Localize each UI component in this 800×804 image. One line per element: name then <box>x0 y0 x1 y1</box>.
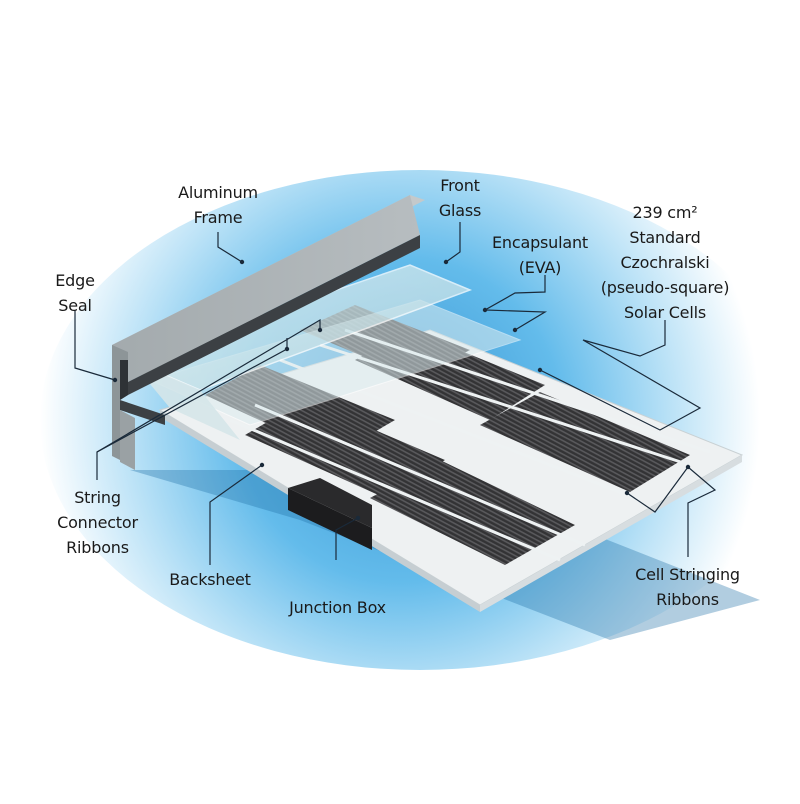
leader-aluminum-frame <box>217 232 243 263</box>
label-line: (EVA) <box>518 258 562 277</box>
leader-backsheet <box>209 464 263 565</box>
label-line: Cell Stringing <box>635 565 740 584</box>
label-line: Ribbons <box>66 538 129 557</box>
leader-front-glass <box>445 222 461 263</box>
leader-dots <box>112 259 691 521</box>
label-line: Czochralski <box>620 253 710 272</box>
leader-cell-stringing <box>626 466 717 557</box>
label-line: Seal <box>58 296 92 315</box>
label-line: Front <box>440 176 480 195</box>
label-line: Encapsulant <box>492 233 588 252</box>
label-line: Aluminum <box>178 183 258 202</box>
label-backsheet: Backsheet <box>155 567 265 592</box>
backsheet-right-edge <box>480 455 742 612</box>
label-cell-stringing-ribbons: Cell Stringing Ribbons <box>620 562 755 612</box>
label-line: Solar Cells <box>624 303 706 322</box>
leader-solar-cells <box>539 320 702 431</box>
label-line: Standard <box>629 228 701 247</box>
label-line: 239 cm² <box>632 203 698 222</box>
leader-junction-box <box>335 517 359 560</box>
label-junction-box: Junction Box <box>275 595 400 620</box>
label-solar-cells: 239 cm² Standard Czochralski (pseudo-squ… <box>585 200 745 325</box>
leader-lines <box>74 222 717 565</box>
aluminum-frame <box>112 195 425 470</box>
label-line: Backsheet <box>169 570 251 589</box>
label-line: Glass <box>438 201 482 220</box>
leader-encapsulant <box>482 275 548 331</box>
label-aluminum-frame: Aluminum Frame <box>158 180 278 230</box>
label-line: String <box>74 488 121 507</box>
label-string-connector-ribbons: String Connector Ribbons <box>45 485 150 560</box>
label-front-glass: Front Glass <box>410 173 510 223</box>
label-encapsulant: Encapsulant (EVA) <box>475 230 605 280</box>
label-edge-seal: Edge Seal <box>40 268 110 318</box>
leader-edge-seal <box>74 310 116 381</box>
label-line: Edge <box>55 271 95 290</box>
leader-string-connector <box>96 338 288 480</box>
junction-box <box>288 478 372 550</box>
label-line: Connector <box>57 513 138 532</box>
label-line: Ribbons <box>656 590 719 609</box>
label-line: Junction Box <box>289 598 386 617</box>
label-line: (pseudo-square) <box>600 278 730 297</box>
leader-string-connector-2 <box>96 318 321 453</box>
label-line: Frame <box>193 208 243 227</box>
